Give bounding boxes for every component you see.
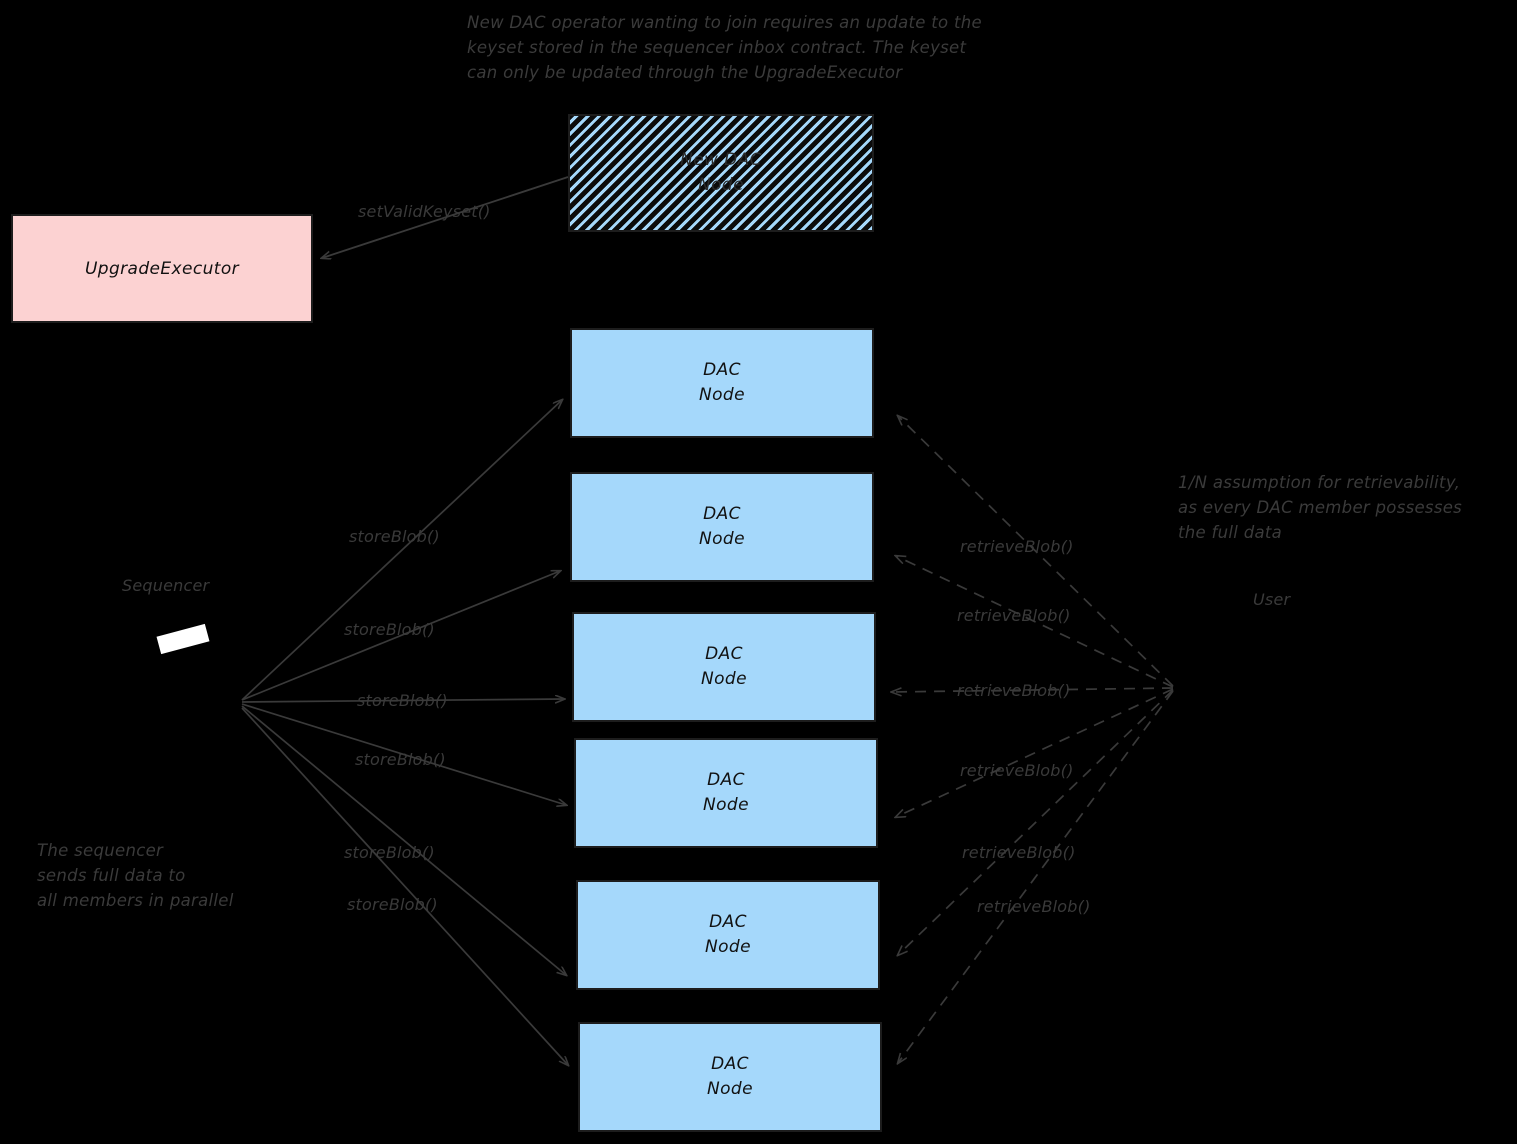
edge-retrieve-blob-4 xyxy=(896,688,1174,817)
dac-node-box-6[interactable]: DAC Node xyxy=(578,1022,882,1132)
dac-node-line-1: DAC xyxy=(703,504,741,524)
dac-node-box-2[interactable]: DAC Node xyxy=(570,472,874,582)
edge-retrieve-blob-6 xyxy=(898,690,1174,1063)
edge-label-retrieve-blob-5: retrieveBlob() xyxy=(962,843,1076,862)
dac-node-line-1: DAC xyxy=(705,644,743,664)
sequencer-label: Sequencer xyxy=(122,576,210,595)
upgrade-executor-label: UpgradeExecutor xyxy=(84,258,240,279)
dac-node-line-1: DAC xyxy=(709,912,747,932)
edge-label-set-valid-keyset: setValidKeyset() xyxy=(358,202,491,221)
edge-label-store-blob-5: storeBlob() xyxy=(344,843,435,862)
user-label: User xyxy=(1253,590,1291,609)
edge-label-retrieve-blob-6: retrieveBlob() xyxy=(977,897,1091,916)
dac-node-line-2: Node xyxy=(699,529,745,549)
edge-label-retrieve-blob-1: retrieveBlob() xyxy=(960,537,1074,556)
edge-label-store-blob-4: storeBlob() xyxy=(355,750,446,769)
dac-node-line-2: Node xyxy=(699,385,745,405)
edge-label-retrieve-blob-2: retrieveBlob() xyxy=(957,606,1071,625)
dac-node-box-1[interactable]: DAC Node xyxy=(570,328,874,438)
dac-node-line-1: DAC xyxy=(707,770,745,790)
new-dac-node-line-1: New DAC xyxy=(680,150,762,170)
dac-node-line-1: DAC xyxy=(703,360,741,380)
dac-node-box-5[interactable]: DAC Node xyxy=(576,880,880,990)
dac-node-line-2: Node xyxy=(707,1079,753,1099)
edge-label-store-blob-6: storeBlob() xyxy=(347,895,438,914)
dac-node-line-1: DAC xyxy=(711,1054,749,1074)
note-top-keyset-update: New DAC operator wanting to join require… xyxy=(467,13,982,82)
new-dac-node-box[interactable]: New DAC Node xyxy=(568,114,874,232)
edge-label-store-blob-3: storeBlob() xyxy=(357,691,448,710)
upgrade-executor-box[interactable]: UpgradeExecutor xyxy=(11,214,313,323)
edge-label-store-blob-2: storeBlob() xyxy=(344,620,435,639)
edge-store-blob-1 xyxy=(241,400,562,701)
dac-node-line-2: Node xyxy=(701,669,747,689)
dac-node-line-2: Node xyxy=(705,937,751,957)
sequencer-icon xyxy=(156,623,210,655)
dac-node-line-2: Node xyxy=(703,795,749,815)
note-bottom-left-sequencer: The sequencer sends full data to all mem… xyxy=(37,841,234,910)
new-dac-node-line-2: Node xyxy=(698,175,744,195)
note-right-retrievability: 1/N assumption for retrievability, as ev… xyxy=(1178,473,1463,542)
edge-label-store-blob-1: storeBlob() xyxy=(349,527,440,546)
edge-label-retrieve-blob-4: retrieveBlob() xyxy=(960,761,1074,780)
dac-node-box-3[interactable]: DAC Node xyxy=(572,612,876,722)
edge-label-retrieve-blob-3: retrieveBlob() xyxy=(957,681,1071,700)
dac-node-box-4[interactable]: DAC Node xyxy=(574,738,878,848)
